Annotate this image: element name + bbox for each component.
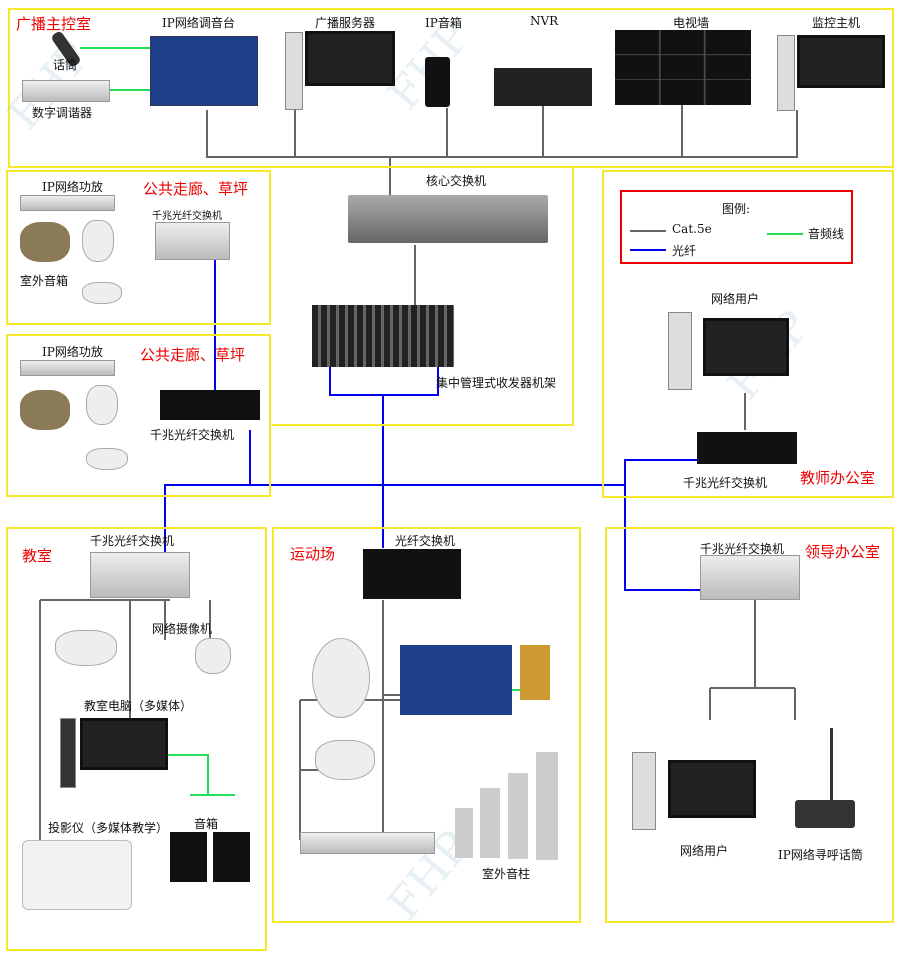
- column-speaker-3: [508, 773, 528, 859]
- label-leader-switch: 千兆光纤交换机: [700, 542, 785, 556]
- teacher-switch-device: [697, 432, 797, 464]
- label-projector: 投影仪（多媒体教学）: [48, 821, 169, 835]
- legend-cat5e: Cat.5e: [672, 222, 712, 236]
- zone-title-corridor-1: 公共走廊、草坪: [143, 180, 249, 198]
- zone-teacher: [602, 170, 894, 498]
- sports-amp-device: [300, 832, 435, 854]
- net-user1-tower: [668, 312, 692, 390]
- bullet-camera-2: [86, 448, 128, 470]
- label-outdoor-column: 室外音柱: [482, 867, 531, 881]
- dome-camera-2: [86, 385, 118, 425]
- zone-classroom: [6, 527, 267, 951]
- column-speaker-1: [455, 808, 473, 858]
- zone-title-sports: 运动场: [290, 545, 336, 563]
- label-core-switch: 核心交换机: [426, 174, 487, 188]
- label-net-camera: 网络摄像机: [152, 622, 213, 636]
- core-switch-device: [348, 195, 548, 243]
- label-server: 广播服务器: [315, 16, 376, 30]
- label-gig-switch2: 千兆光纤交换机: [150, 428, 235, 442]
- amp1-device: [20, 195, 115, 211]
- chassis-device: [312, 305, 454, 367]
- monitor-host-monitor: [797, 35, 885, 88]
- gig-switch2-device: [160, 390, 260, 420]
- label-amp2: IP网络功放: [42, 345, 103, 359]
- class-pc-tower: [60, 718, 76, 788]
- paging-mic-device: [795, 800, 855, 828]
- legend-fiber-swatch: [630, 249, 666, 251]
- class-bullet-camera: [55, 630, 117, 666]
- net-user1-monitor: [703, 318, 789, 376]
- label-tv-wall: 电视墙: [673, 16, 710, 30]
- label-net-user2: 网络用户: [680, 844, 729, 858]
- label-tuner: 数字调谐器: [32, 106, 93, 120]
- fiber-switch-device: [363, 549, 461, 599]
- tuner-device: [22, 80, 110, 102]
- server-monitor: [305, 31, 395, 86]
- tv-wall-device: [615, 30, 751, 105]
- sports-bullet-camera: [315, 740, 375, 780]
- label-class-pc: 教室电脑（多媒体）: [84, 699, 193, 713]
- class-pc-monitor: [80, 718, 168, 770]
- ip-speaker-device: [425, 57, 450, 107]
- label-ip-speaker: IP音箱: [425, 16, 462, 30]
- zone-core: [272, 168, 574, 426]
- legend-box: 图例: Cat.5e 光纤 音频线: [620, 190, 853, 264]
- zone-title-control-room: 广播主控室: [16, 15, 92, 33]
- legend-title: 图例:: [722, 202, 751, 216]
- label-nvr: NVR: [530, 14, 559, 28]
- bullet-camera: [82, 282, 122, 304]
- amp2-device: [20, 360, 115, 376]
- server-tower: [285, 32, 303, 110]
- zone-sports: [272, 527, 581, 923]
- label-paging-mic: IP网络寻呼话筒: [778, 848, 863, 862]
- label-monitor-host: 监控主机: [812, 16, 861, 30]
- label-mic: 话筒: [53, 58, 78, 72]
- legend-audio-swatch: [767, 233, 803, 235]
- legend-audio: 音频线: [808, 227, 845, 241]
- zone-control-room: [8, 8, 894, 168]
- dome-camera: [82, 220, 114, 262]
- label-net-user1: 网络用户: [711, 292, 760, 306]
- label-amp1: IP网络功放: [42, 180, 103, 194]
- label-fiber-switch: 光纤交换机: [395, 534, 456, 548]
- audio-lines: [80, 47, 525, 796]
- column-speaker-2: [480, 788, 500, 858]
- zone-corridor-1: [6, 170, 271, 325]
- zone-leader: [605, 527, 894, 923]
- outdoor-speaker-device: [20, 222, 70, 262]
- zone-title-classroom: 教室: [22, 547, 53, 565]
- speaker-right: [213, 832, 250, 882]
- label-gig-switch1: 千兆光纤交换机: [152, 211, 222, 222]
- label-speakers: 音箱: [194, 817, 219, 831]
- monitor-host-tower: [777, 35, 795, 111]
- sports-mixer-device: [400, 645, 512, 715]
- paging-mic-gooseneck: [830, 728, 833, 800]
- legend-fiber: 光纤: [672, 244, 697, 258]
- zone-title-leader: 领导办公室: [805, 543, 881, 561]
- outdoor-speaker-device-2: [20, 390, 70, 430]
- leader-switch-device: [700, 555, 800, 600]
- projector-device: [22, 840, 132, 910]
- label-teacher-switch: 千兆光纤交换机: [683, 476, 768, 490]
- zone-title-teacher: 教师办公室: [800, 469, 876, 487]
- ptz-camera: [312, 638, 370, 718]
- zone-corridor-2: [6, 334, 271, 497]
- net-user2-monitor: [668, 760, 756, 818]
- mixer-device: [150, 36, 258, 106]
- label-class-switch: 千兆光纤交换机: [90, 534, 175, 548]
- zone-title-corridor-2: 公共走廊、草坪: [140, 346, 246, 364]
- wireless-mic-device: [520, 645, 550, 700]
- column-speaker-4: [536, 752, 558, 860]
- gig-switch1-device: [155, 222, 230, 260]
- net-camera-device: [195, 638, 231, 674]
- label-mixer: IP网络调音台: [162, 16, 235, 30]
- class-switch-device: [90, 552, 190, 598]
- label-chassis: 集中管理式收发器机架: [436, 376, 557, 390]
- legend-cat5e-swatch: [630, 230, 666, 232]
- nvr-device: [494, 68, 592, 106]
- speaker-left: [170, 832, 207, 882]
- label-outdoor-speaker: 室外音箱: [20, 274, 69, 288]
- net-user2-tower: [632, 752, 656, 830]
